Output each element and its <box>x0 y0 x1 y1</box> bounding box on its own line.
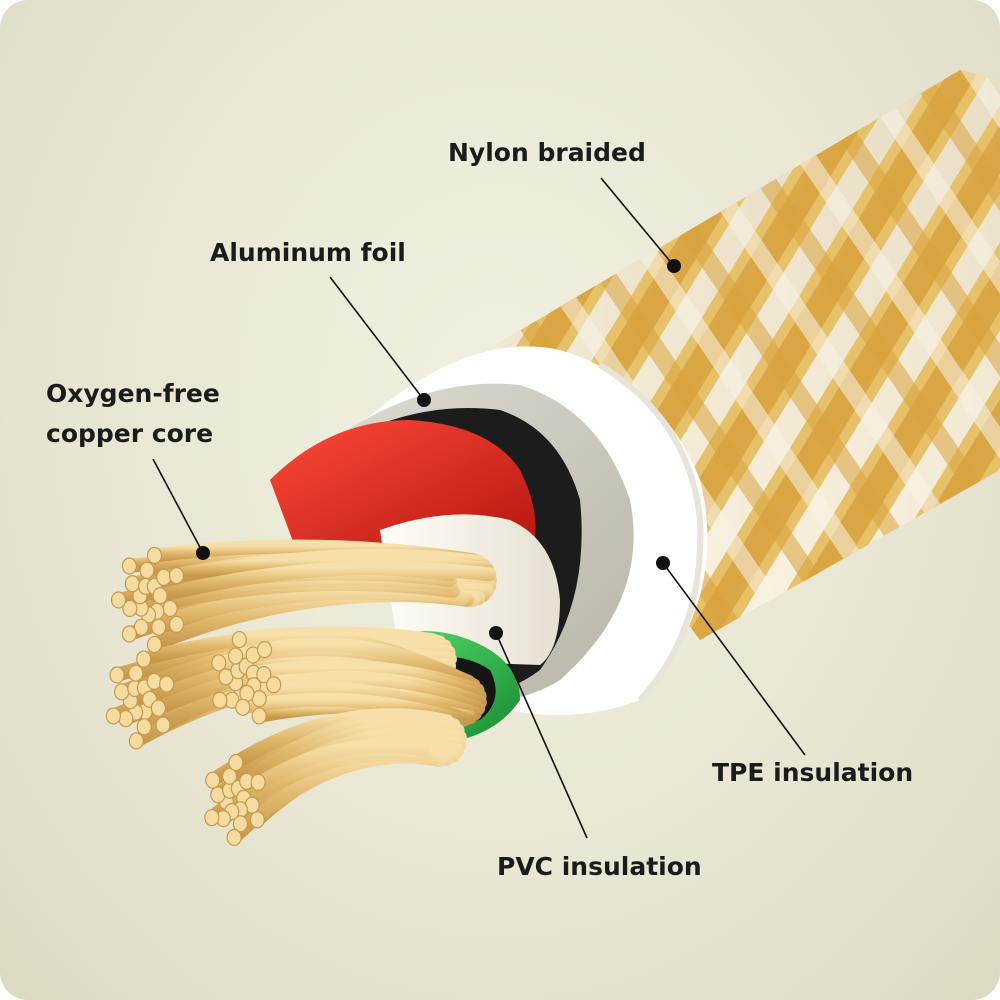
copper-strand-end <box>133 618 149 636</box>
copper-strand-end <box>110 591 127 609</box>
copper-strand-end <box>146 546 163 565</box>
copper-strand-end <box>105 707 121 725</box>
braid-strand <box>798 70 1000 640</box>
copper-strand-end <box>251 707 267 725</box>
copper-strand-end <box>155 716 171 734</box>
copper-strand-end <box>150 699 166 717</box>
copper-strand-end <box>221 767 238 785</box>
copper-strand-end <box>118 710 134 728</box>
marker-dot-aluminum <box>417 393 431 407</box>
copper-strand-end <box>139 561 155 579</box>
copper-strand-end <box>114 683 130 701</box>
copper-strand-end <box>227 647 244 665</box>
label-copper-line-2: copper core <box>46 419 214 448</box>
copper-strand <box>246 672 486 716</box>
braid-weave <box>772 70 1000 640</box>
copper-strand-end <box>250 773 266 791</box>
label-copper-line-1: Oxygen-free <box>46 379 220 408</box>
copper-strand-end <box>152 587 168 605</box>
copper-strand-end <box>168 615 185 633</box>
copper-strand-end <box>124 575 140 593</box>
copper-strand-end <box>151 618 167 636</box>
copper-strand-end <box>256 665 272 684</box>
braid-weave <box>0 40 94 660</box>
copper-strand-end <box>128 732 144 750</box>
copper-strand-end <box>226 828 242 847</box>
leader-line-aluminum <box>329 276 425 401</box>
leader-line-nylon <box>600 177 675 267</box>
leader-lines <box>152 177 806 839</box>
braid-weave <box>0 40 38 660</box>
copper-strand-end <box>136 650 152 668</box>
copper-strand-end <box>249 811 265 829</box>
leader-line-tpe <box>662 562 806 756</box>
copper-strand-end <box>109 666 125 684</box>
copper-strand-end <box>128 664 144 682</box>
copper-strand-end <box>266 676 282 694</box>
marker-dot-tpe <box>656 556 670 570</box>
braid-weave <box>716 70 1000 640</box>
copper-strand-end <box>121 557 137 575</box>
copper-strand-end <box>235 698 251 716</box>
braid-weave <box>828 70 1000 640</box>
label-aluminum-foil: Aluminum foil <box>210 238 406 267</box>
copper-strand-end <box>146 672 162 690</box>
copper-strand-bundle <box>105 539 497 847</box>
copper-strand-end <box>156 568 172 586</box>
label-nylon-braided: Nylon braided <box>448 138 646 167</box>
copper-strand-end <box>159 675 175 693</box>
copper-strand-end <box>232 815 249 833</box>
copper-strand <box>153 560 497 603</box>
copper-strand-end <box>256 641 273 659</box>
copper-strand-end <box>168 567 185 585</box>
copper-strand-end <box>205 771 221 789</box>
copper-strand-end <box>146 635 163 654</box>
copper-strand-end <box>204 809 220 827</box>
label-pvc-insulation: PVC insulation <box>497 852 702 881</box>
copper-strand-end <box>231 630 247 649</box>
copper-strand-end <box>121 625 137 643</box>
braid-weave <box>884 70 1000 640</box>
marker-dot-pvc <box>489 626 503 640</box>
copper-strand <box>257 637 481 693</box>
copper-strand-end <box>212 691 228 709</box>
braid-strand <box>756 70 1000 640</box>
copper-strand-end <box>162 599 178 618</box>
copper-strand-end <box>211 654 227 672</box>
copper-strand-end <box>228 753 244 772</box>
label-oxygen-free-copper-core: Oxygen-free copper core <box>46 374 246 454</box>
marker-dot-nylon <box>667 259 681 273</box>
leader-line-copper <box>152 458 204 554</box>
copper-strand-end <box>122 599 138 618</box>
copper-strand-end <box>136 718 152 736</box>
label-tpe-insulation: TPE insulation <box>712 758 914 787</box>
leader-line-pvc <box>495 632 588 839</box>
marker-dot-copper <box>196 546 210 560</box>
